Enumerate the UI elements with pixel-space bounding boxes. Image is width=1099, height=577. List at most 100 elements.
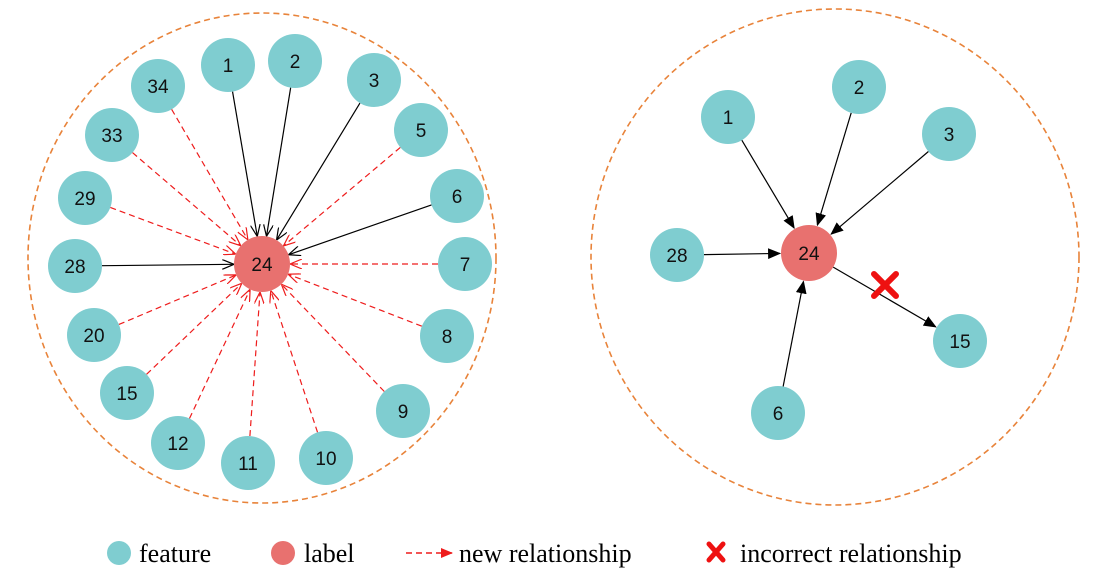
left-feature-node-28: 28 [48,239,102,293]
right-node-circle-2 [832,60,886,114]
right-feature-node-15: 15 [933,314,987,368]
right-edge-24-to-15 [832,266,937,328]
left-node-circle-28 [48,239,102,293]
right-graph-boundary [590,8,1080,506]
left-feature-node-11: 11 [221,436,275,490]
left-node-text-15: 15 [116,384,137,405]
left-graph-boundary [27,12,497,504]
right-edge-6-to-24 [782,280,807,387]
right-node-text-15: 15 [949,332,970,353]
left-feature-node-2: 2 [268,34,322,88]
left-feature-node-1: 1 [201,38,255,92]
left-edge-20-to-24 [118,275,235,326]
left-node-circle-8 [420,309,474,363]
left-edge-33-to-24 [132,152,240,245]
left-edge-10-to-24 [271,292,319,433]
right-edge-1-to-24 [741,139,795,230]
left-node-text-20: 20 [83,326,104,347]
left-feature-node-9: 9 [376,384,430,438]
right-edge-2-to-24 [815,112,852,227]
left-edge-11-to-24 [249,293,260,437]
right-feature-node-28: 28 [650,228,704,282]
right-node-text-2: 2 [854,78,865,99]
right-graph-nodes: 24 1 2 3 28 6 15 [650,60,987,440]
right-node-circle-3 [922,107,976,161]
right-node-text-28: 28 [666,246,687,267]
legend-cross-icon [706,541,726,563]
left-node-circle-6 [430,169,484,223]
left-node-text-28: 28 [64,257,85,278]
right-node-text-24: 24 [798,244,820,265]
left-label-node-24: 24 [234,236,290,292]
left-node-text-24: 24 [251,255,273,276]
incorrect-relationship-cross-icon [871,271,899,299]
left-edge-8-to-24 [289,275,423,327]
right-graph-edges [703,112,937,387]
left-node-circle-33 [85,108,139,162]
right-node-text-3: 3 [944,125,955,146]
right-feature-node-6: 6 [751,386,805,440]
legend-incorrect-relationship-label: incorrect relationship [740,539,962,568]
legend-label-swatch [271,541,295,565]
left-node-circle-2 [268,34,322,88]
left-feature-node-12: 12 [151,416,205,470]
right-node-text-6: 6 [773,404,784,425]
left-node-circle-11 [221,436,275,490]
right-edge-3-to-24 [830,151,929,235]
left-graph-edges [101,87,438,437]
left-node-circle-29 [58,171,112,225]
left-feature-node-34: 34 [131,59,185,113]
left-edge-29-to-24 [110,206,235,253]
left-node-circle-15 [100,366,154,420]
left-node-text-34: 34 [147,77,169,98]
right-feature-node-3: 3 [922,107,976,161]
left-node-circle-12 [151,416,205,470]
left-feature-node-5: 5 [394,103,448,157]
right-node-text-1: 1 [723,108,734,129]
left-node-text-5: 5 [416,121,427,142]
left-node-text-6: 6 [452,187,463,208]
left-feature-node-20: 20 [67,308,121,362]
left-node-circle-1 [201,38,255,92]
left-node-circle-3 [347,53,401,107]
left-node-circle-34 [131,59,185,113]
left-node-circle-5 [394,103,448,157]
left-node-text-3: 3 [369,71,380,92]
left-feature-node-15: 15 [100,366,154,420]
left-feature-node-6: 6 [430,169,484,223]
left-node-circle-7 [438,237,492,291]
left-edge-9-to-24 [282,285,385,392]
left-edge-2-to-24 [267,87,292,236]
left-node-circle-10 [299,431,353,485]
right-feature-node-1: 1 [701,90,755,144]
left-node-text-9: 9 [398,402,409,423]
left-edge-28-to-24 [101,264,233,265]
left-feature-node-29: 29 [58,171,112,225]
left-node-text-1: 1 [223,56,234,77]
left-node-text-8: 8 [442,327,453,348]
left-node-text-10: 10 [315,449,336,470]
right-node-circle-24 [781,225,837,281]
left-feature-node-8: 8 [420,309,474,363]
legend-label-label: label [304,539,355,568]
left-node-circle-20 [67,308,121,362]
left-feature-node-33: 33 [85,108,139,162]
left-node-text-12: 12 [167,434,188,455]
left-node-text-33: 33 [101,126,122,147]
left-node-circle-24 [234,236,290,292]
left-edge-5-to-24 [284,146,401,245]
legend: feature label new relationship incorrect… [107,539,962,568]
left-feature-node-10: 10 [299,431,353,485]
left-edge-34-to-24 [171,109,248,239]
legend-feature-swatch [107,541,131,565]
left-edge-1-to-24 [231,91,258,236]
legend-new-relationship-label: new relationship [459,539,632,568]
right-feature-node-2: 2 [832,60,886,114]
left-edge-6-to-24 [289,204,432,255]
right-node-circle-15 [933,314,987,368]
left-node-text-7: 7 [460,255,471,276]
right-edge-28-to-24 [703,248,782,260]
right-node-circle-28 [650,228,704,282]
